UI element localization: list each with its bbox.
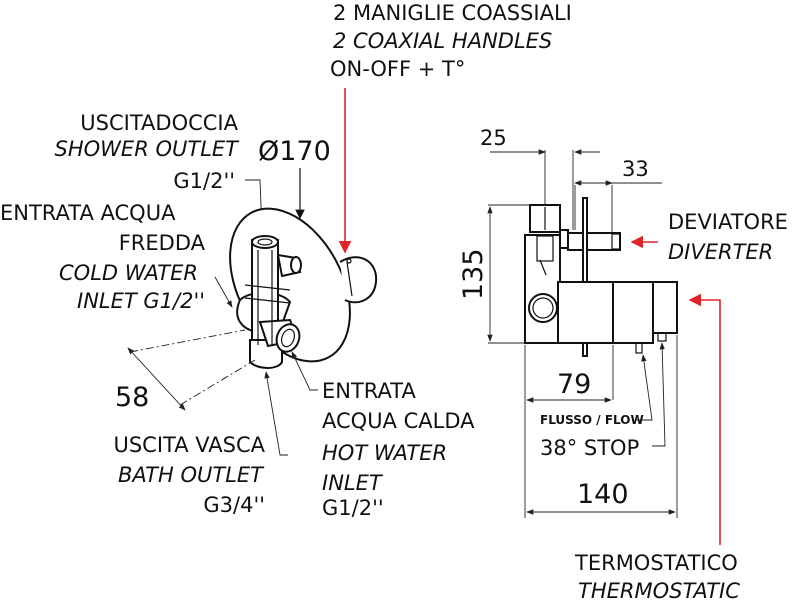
bath-outlet-leader [264,371,288,456]
flow-leader [636,354,653,421]
cold-inlet-label-it1: ENTRATA ACQUA [0,201,176,225]
dim-135-label: 135 [458,248,489,300]
dim-79-label: 79 [557,369,591,400]
handles-label-it: 2 MANIGLIE COASSIALI [333,1,572,25]
dim-33-label: 33 [622,157,649,181]
cold-inlet-label-it2: FREDDA [119,231,206,255]
hot-inlet-label-it2: ACQUA CALDA [322,409,475,433]
hot-inlet-leader [291,351,318,391]
stop-label: 38° STOP [540,436,639,460]
mixer-isometric-view [229,207,378,369]
flow-label: FLUSSO / FLOW [540,413,644,427]
handles-label-en: 2 COAXIAL HANDLES [333,29,552,53]
depth-dimension-line [127,347,186,411]
depth-left-label: 58 [115,382,149,413]
bath-outlet-label-it: USCITA VASCA [113,433,265,457]
dim-25-label: 25 [480,126,507,150]
handles-sub-label: ON-OFF + T° [330,57,465,81]
diverter-label-en: DIVERTER [668,240,773,264]
hot-inlet-size: G1/2'' [322,496,384,520]
thermostatic-red-arrow [688,293,721,545]
mixer-side-view [524,197,678,357]
shower-outlet-size: G1/2'' [173,169,235,193]
bath-outlet-label-en: BATH OUTLET [118,463,265,487]
diverter-label-it: DEVIATORE [668,210,788,234]
hot-inlet-label-it1: ENTRATA [322,379,416,403]
dim-140-label: 140 [577,479,629,510]
hot-inlet-label-en2: INLET [322,471,384,495]
thermostatic-label-it: TERMOSTATICO [574,551,738,575]
diameter-label: Ø170 [258,136,331,167]
stop-leader [652,342,666,447]
hot-inlet-label-en1: HOT WATER [322,441,447,465]
cold-inlet-label-en1: COLD WATER [59,261,198,285]
centerline-1 [129,329,246,353]
cold-inlet-leader [214,276,233,308]
thermostatic-label-en: THERMOSTATIC [578,579,740,600]
shower-outlet-label-en: SHOWER OUTLET [55,137,241,161]
shower-outlet-label-it: USCITADOCCIA [80,111,238,135]
cold-inlet-label-en2: INLET G1/2'' [77,289,205,313]
bath-outlet-size: G3/4'' [203,493,265,517]
centerline-2 [179,359,256,406]
